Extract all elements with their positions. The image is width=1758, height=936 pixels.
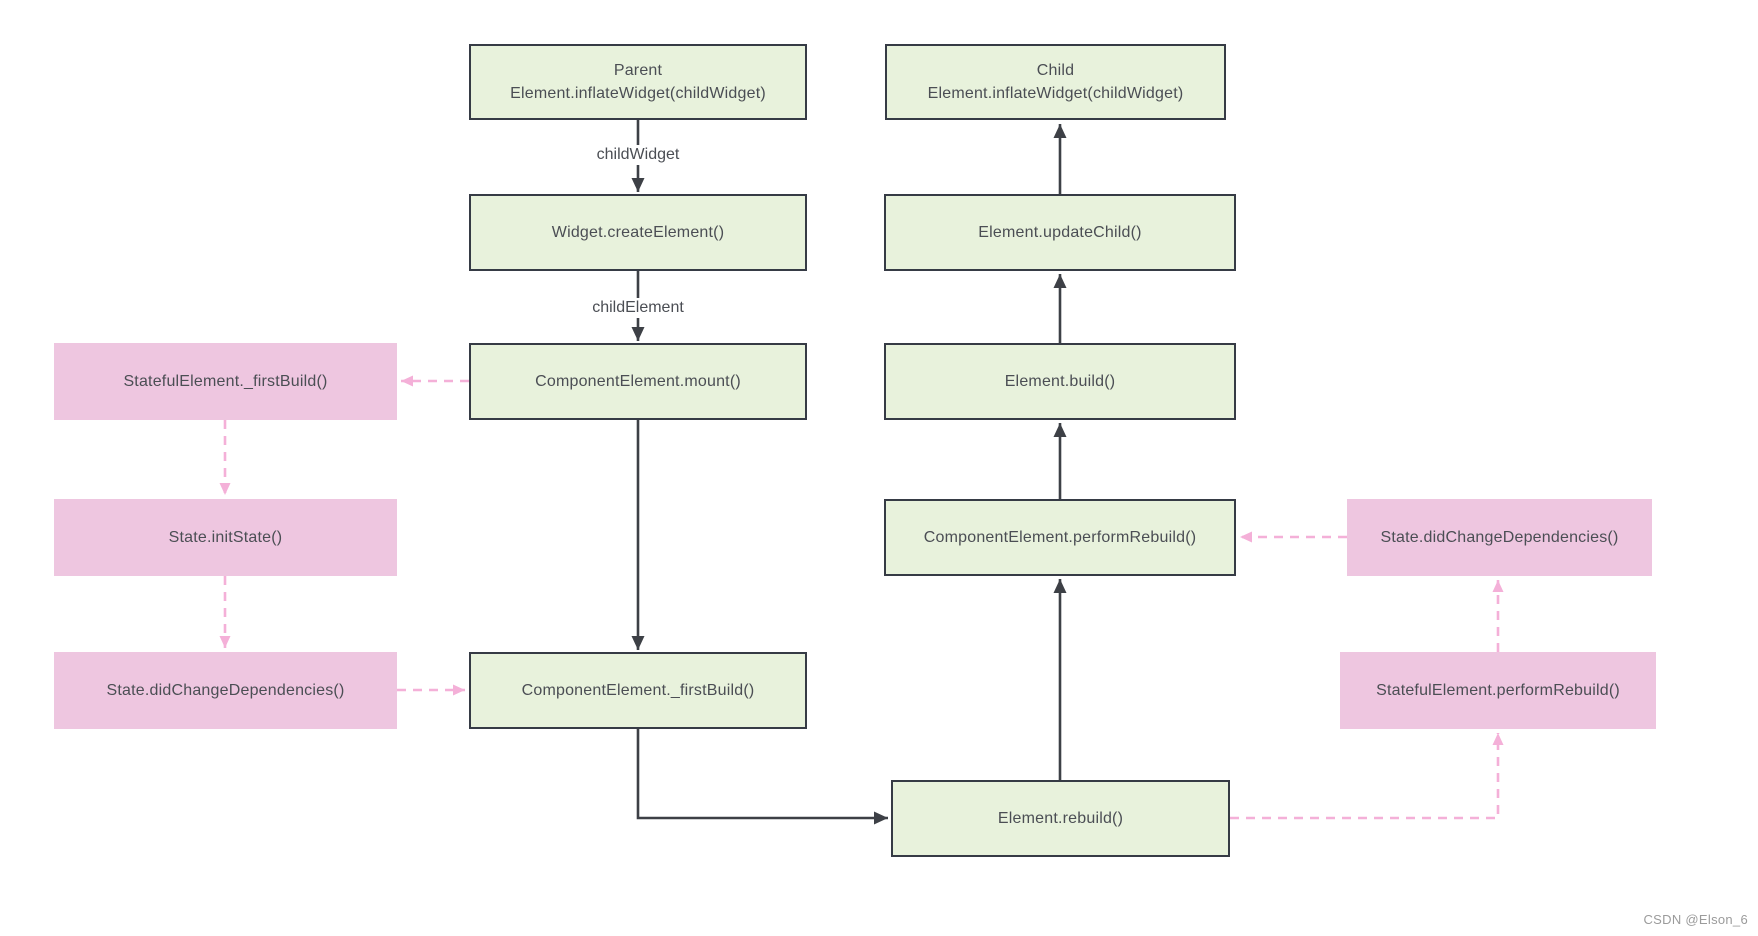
node-label-line: Widget.createElement() xyxy=(551,224,725,241)
node-component-mount: ComponentElement.mount() xyxy=(469,343,807,420)
node-label-line: ComponentElement._firstBuild() xyxy=(521,682,755,699)
node-component-perform-rebuild: ComponentElement.performRebuild() xyxy=(884,499,1236,576)
node-label-line: Element.rebuild() xyxy=(997,810,1124,827)
node-label-line: StatefulElement._firstBuild() xyxy=(123,373,328,390)
node-label-line: Element.inflateWidget(childWidget) xyxy=(510,85,766,102)
node-label-line: Element.build() xyxy=(1004,373,1116,390)
node-element-update-child: Element.updateChild() xyxy=(884,194,1236,271)
edge-rebuild-to-stateful-perform-rebuild xyxy=(1230,733,1504,820)
edge-label-child-widget: childWidget xyxy=(590,145,686,165)
node-label-line: State.initState() xyxy=(168,529,283,546)
node-stateful-first-build: StatefulElement._firstBuild() xyxy=(54,343,397,420)
node-state-did-change-right: State.didChangeDependencies() xyxy=(1347,499,1652,576)
node-stateful-perform-rebuild: StatefulElement.performRebuild() xyxy=(1340,652,1656,729)
edge-label-child-element: childElement xyxy=(586,298,690,318)
node-label-line: Element.updateChild() xyxy=(978,224,1142,241)
node-label-line: State.didChangeDependencies() xyxy=(1380,529,1619,546)
node-label-line: Parent xyxy=(613,62,663,79)
node-label-line: ComponentElement.performRebuild() xyxy=(923,529,1197,546)
node-widget-create-element: Widget.createElement() xyxy=(469,194,807,271)
node-state-did-change-left: State.didChangeDependencies() xyxy=(54,652,397,729)
node-label-line: State.didChangeDependencies() xyxy=(106,682,345,699)
node-state-init-state: State.initState() xyxy=(54,499,397,576)
node-element-build: Element.build() xyxy=(884,343,1236,420)
node-label-line: StatefulElement.performRebuild() xyxy=(1376,682,1620,699)
watermark: CSDN @Elson_6 xyxy=(1643,912,1748,927)
node-component-first-build: ComponentElement._firstBuild() xyxy=(469,652,807,729)
node-label-line: ComponentElement.mount() xyxy=(535,373,741,390)
node-element-rebuild: Element.rebuild() xyxy=(891,780,1230,857)
edge-component-first-build-to-rebuild xyxy=(636,729,888,825)
node-label-line: Child xyxy=(1036,62,1075,79)
node-label-line: Element.inflateWidget(childWidget) xyxy=(927,85,1184,102)
